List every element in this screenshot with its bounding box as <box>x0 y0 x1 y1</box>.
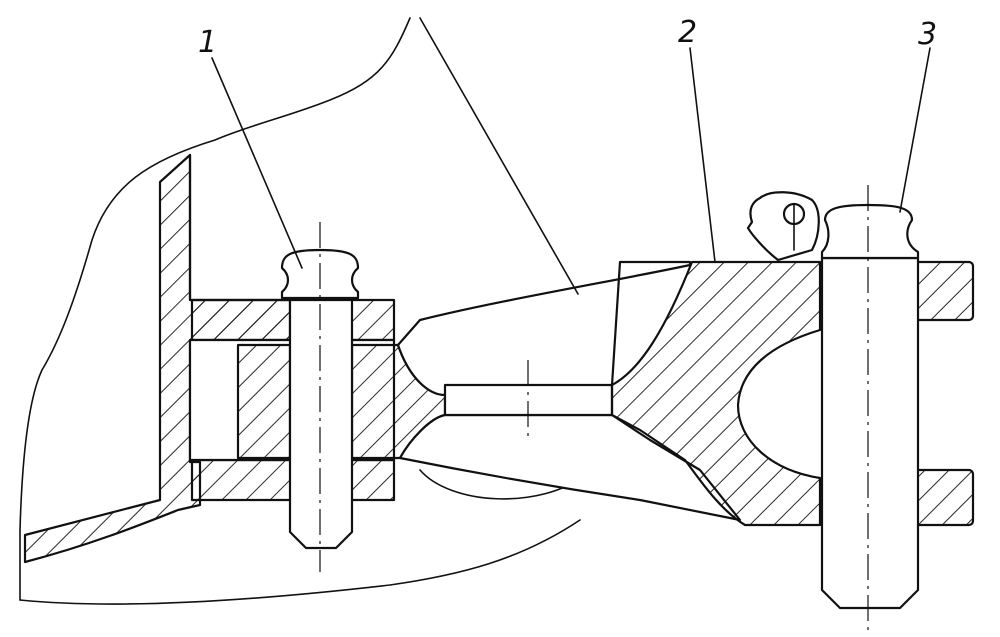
lock-clip <box>746 191 820 262</box>
callout-1: 1 <box>198 25 217 60</box>
pin-1 <box>280 222 360 572</box>
arm-part-2 <box>236 260 822 527</box>
right-clevis <box>913 260 975 527</box>
leader-lines <box>211 17 931 295</box>
callout-2: 2 <box>678 15 697 50</box>
pin-3 <box>820 185 920 630</box>
callout-3: 3 <box>918 17 937 52</box>
body-outline <box>19 17 581 605</box>
